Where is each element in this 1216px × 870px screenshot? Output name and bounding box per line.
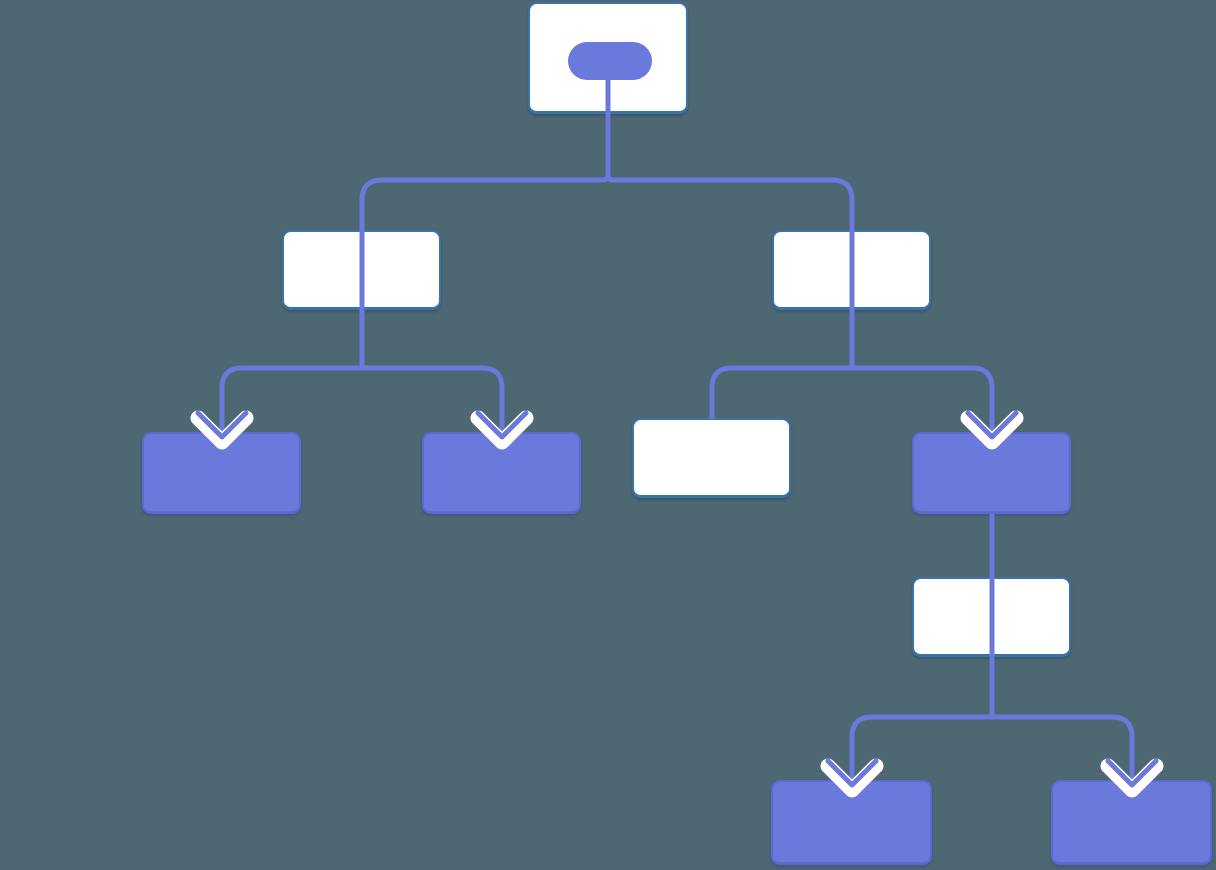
edge-l3a-to-l4a xyxy=(849,657,995,781)
edge-l3a-to-l4b xyxy=(989,657,1135,781)
node-l2a[interactable] xyxy=(142,432,301,514)
node-l2c[interactable] xyxy=(632,418,791,498)
node-l4a[interactable] xyxy=(771,780,932,865)
edge-l1a-to-l2b xyxy=(359,310,505,433)
node-l4b[interactable] xyxy=(1051,780,1212,865)
edge-l1a-to-l2a xyxy=(219,310,365,433)
node-l2b[interactable] xyxy=(422,432,581,514)
root-label-pill xyxy=(568,42,652,80)
node-l3a[interactable] xyxy=(912,577,1071,657)
node-root[interactable] xyxy=(528,2,688,114)
node-l1b[interactable] xyxy=(772,230,931,310)
edge-l1b-to-l2d xyxy=(849,310,995,433)
node-l1a[interactable] xyxy=(282,230,441,310)
edge-l1b-to-l2c xyxy=(709,310,855,419)
node-l2d[interactable] xyxy=(912,432,1071,514)
